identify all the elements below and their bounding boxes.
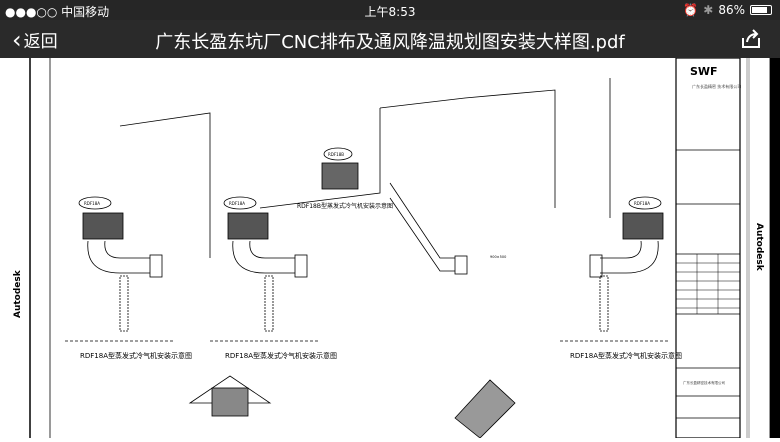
unit-b: RDF18B RDF18B型蒸发式冷气机安装示意图 900×500 <box>297 147 506 275</box>
document-title: 广东长盈东坑厂CNC排布及通风降温规划图安装大样图.pdf <box>155 32 625 53</box>
status-bar: ●●●○○ 中国移动 上午8:53 ⏰ ✱ 86% <box>0 0 780 20</box>
detail-grille-left <box>188 375 272 417</box>
carrier: ●●●○○ 中国移动 <box>5 5 110 19</box>
back-button[interactable]: ‹返回 <box>12 25 58 54</box>
svg-text:RDF18B: RDF18B <box>328 152 344 157</box>
bluetooth-icon: ✱ <box>703 3 714 17</box>
unit-a-mid: RDF18A RDF18A型蒸发式冷气机安装示意图 <box>210 196 337 360</box>
svg-text:SWF: SWF <box>690 65 718 78</box>
svg-text:RDF18B型蒸发式冷气机安装示意图: RDF18B型蒸发式冷气机安装示意图 <box>297 202 393 210</box>
unit-a-right: RDF18A RDF18A型蒸发式冷气机安装示意图 <box>560 196 682 360</box>
alarm-icon: ⏰ <box>683 3 699 17</box>
svg-text:RDF18A: RDF18A <box>634 201 650 206</box>
battery-icon <box>750 5 772 15</box>
svg-text:RDF18A型蒸发式冷气机安装示意图: RDF18A型蒸发式冷气机安装示意图 <box>80 351 192 360</box>
svg-text:RDF18A型蒸发式冷气机安装示意图: RDF18A型蒸发式冷气机安装示意图 <box>570 351 682 360</box>
detail-grille-right <box>454 379 516 439</box>
chevron-left-icon: ‹ <box>12 25 22 54</box>
nav-bar: ‹返回 广东长盈东坑厂CNC排布及通风降温规划图安装大样图.pdf <box>0 20 780 58</box>
svg-text:900×500: 900×500 <box>490 255 506 259</box>
share-icon[interactable] <box>740 28 762 50</box>
watermark-left: Autodesk <box>13 269 23 318</box>
svg-text:RDF18A: RDF18A <box>84 201 100 206</box>
svg-text:广东长盈精密技术有限公司: 广东长盈精密技术有限公司 <box>683 380 725 385</box>
svg-text:广东长盈精密 技术有限公司: 广东长盈精密 技术有限公司 <box>692 83 741 89</box>
battery-percent: 86% <box>718 3 745 17</box>
unit-a-left: RDF18A RDF18A型蒸发式冷气机安装示意图 <box>65 196 192 360</box>
clock: 上午8:53 <box>364 5 416 19</box>
svg-text:RDF18A: RDF18A <box>229 201 245 206</box>
title-block: SWF 广东长盈精密 技术有限公司 广东长盈精密技术有限公司 <box>676 65 741 419</box>
pdf-page[interactable]: Autodesk Autodesk SWF 广东长盈精密 技术有限公司 广东长盈… <box>0 57 780 439</box>
svg-text:RDF18A型蒸发式冷气机安装示意图: RDF18A型蒸发式冷气机安装示意图 <box>225 351 337 360</box>
watermark-right: Autodesk <box>754 223 764 272</box>
